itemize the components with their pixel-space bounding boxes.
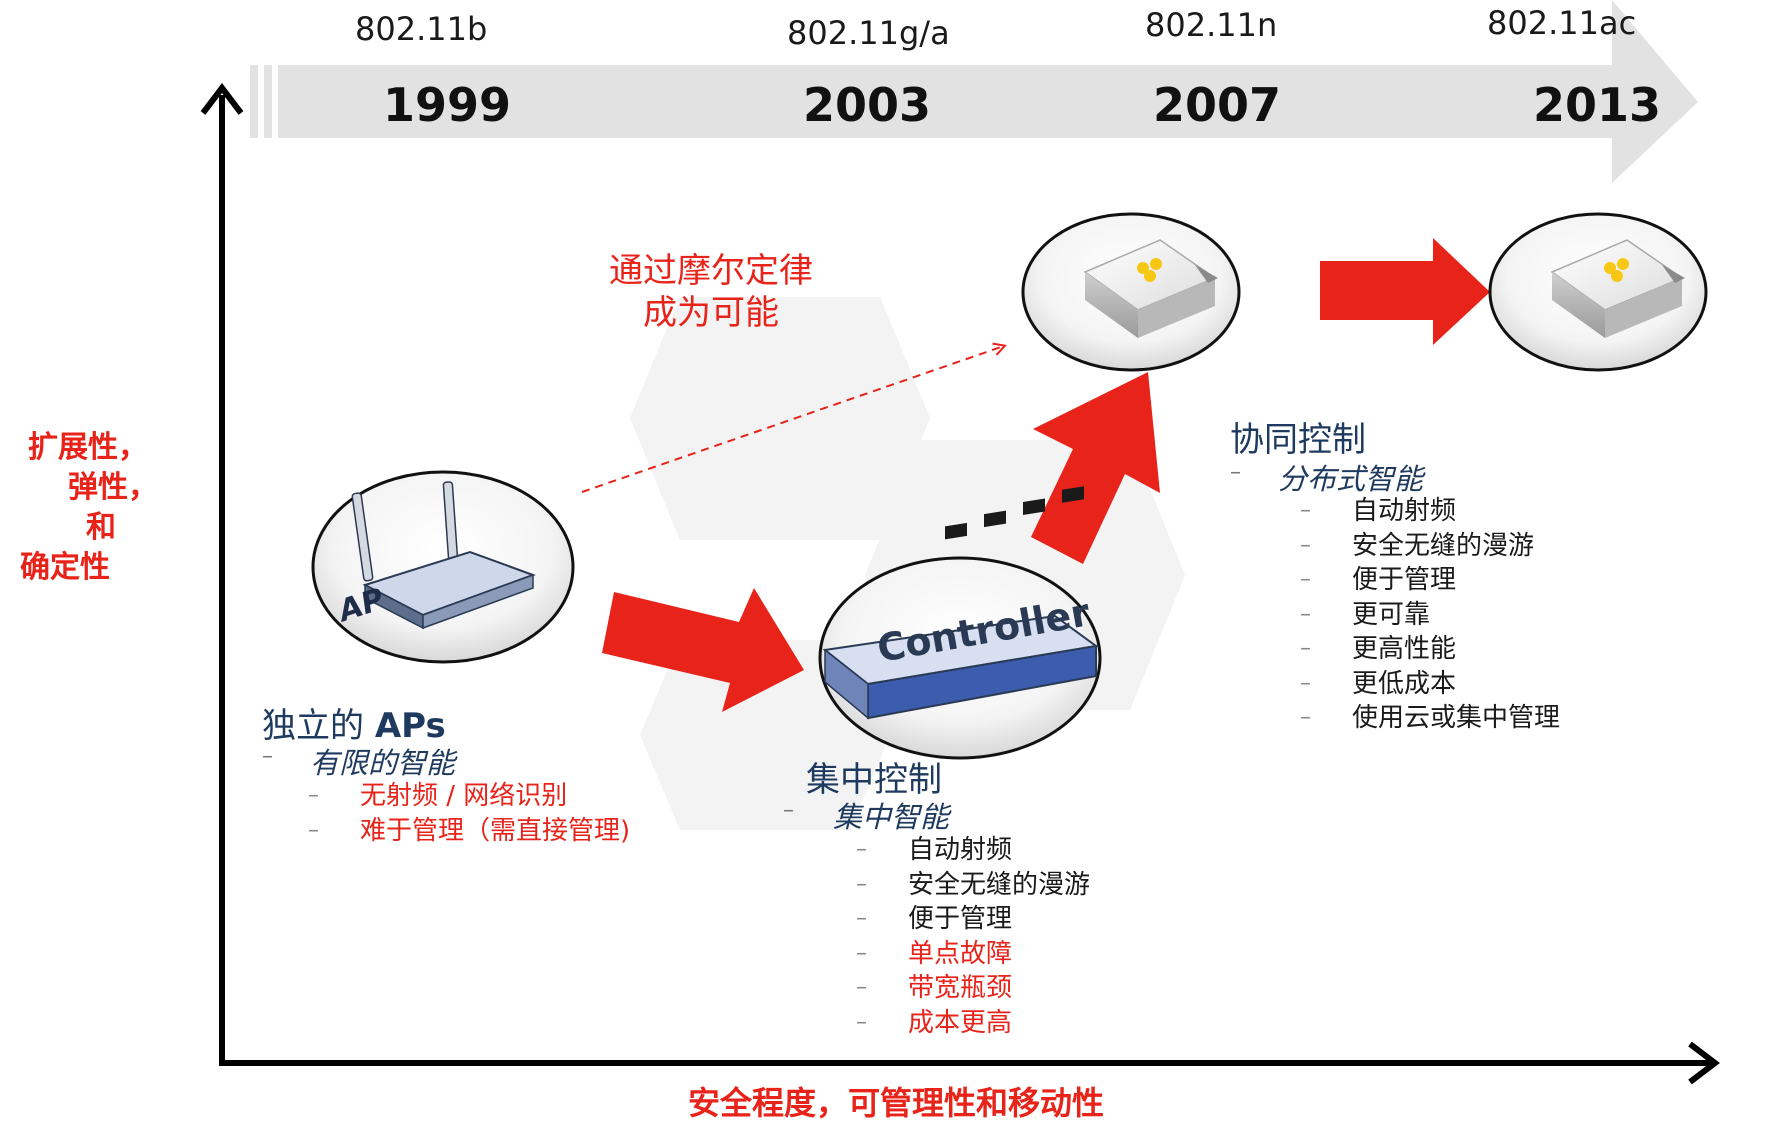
cooperative-ap-icon-2007 — [1021, 212, 1241, 372]
stage3-title: 协同控制 — [1230, 420, 1366, 460]
stage2-list-item-text: 带宽瓶颈 — [908, 973, 1013, 1003]
stage2-list-item-text: 单点故障 — [908, 938, 1013, 969]
stage3-list-item: – 安全无缝的漫游 — [1300, 529, 1560, 564]
stage3-list-item: – 更高性能 — [1300, 632, 1560, 667]
cooperative-ap-icon-2013 — [1488, 212, 1708, 372]
stage2-bullet-dash: – — [856, 1009, 867, 1035]
stage1-title-cn: 独立的 — [262, 706, 375, 746]
stage3-bullet-dash: – — [1300, 498, 1311, 523]
moore-law-line-2: 成为可能 — [643, 293, 779, 333]
stage2-list-item-text: 成本更高 — [908, 1007, 1013, 1038]
stage1-list-item-text: 难于管理（需直接管理) — [360, 815, 631, 846]
stage3-list-item-text: 使用云或集中管理 — [1352, 703, 1561, 733]
stage2-list-item: – 单点故障 — [856, 937, 1090, 972]
stage2-list-item: – 自动射频 — [856, 833, 1090, 868]
stage3-list-item: – 便于管理 — [1300, 563, 1560, 598]
stage3-list-item-text: 更低成本 — [1352, 668, 1457, 699]
controller-icon: Controller — [818, 486, 1102, 760]
red-arrow-ap-to-controller — [602, 588, 804, 712]
stage2-list-item: – 安全无缝的漫游 — [856, 868, 1090, 903]
stage2-subtitle: 集中智能 — [833, 800, 950, 834]
stage3-subtitle: 分布式智能 — [1278, 462, 1424, 496]
stage2-bullet-dash: – — [856, 906, 867, 931]
stage3-subtitle-dash: – — [1230, 460, 1241, 485]
stage1-list-item: – 难于管理（需直接管理) — [308, 814, 630, 849]
stage2-title: 集中控制 — [806, 760, 942, 800]
stage3-bullet-dash: – — [1300, 705, 1311, 730]
moore-law-line-1: 通过摩尔定律 — [609, 251, 813, 291]
year-2003: 2003 — [803, 78, 932, 132]
stage2-list-item: – 便于管理 — [856, 902, 1090, 937]
stage3-list-item-text: 更可靠 — [1352, 599, 1431, 630]
red-arrow-controller-to-cooperative — [1031, 372, 1160, 564]
stage2-list-item-text: 便于管理 — [908, 904, 1013, 934]
stage3-list-item: – 更可靠 — [1300, 598, 1560, 633]
y-axis-label-line-1: 扩展性， — [28, 430, 148, 465]
standard-label-802-11b: 802.11b — [355, 10, 488, 48]
stage3-list-item: – 更低成本 — [1300, 667, 1560, 702]
axes — [200, 83, 1720, 1085]
stage3-list-item-text: 自动射频 — [1352, 496, 1457, 526]
stage1-bullet-dash: – — [308, 783, 319, 808]
y-axis-label: 扩展性， 弹性， 和 确定性 — [20, 428, 170, 588]
red-arrow-2007-to-2013 — [1320, 238, 1490, 345]
stage2-list-item: – 成本更高 — [856, 1006, 1090, 1041]
standard-label-802-11n: 802.11n — [1145, 6, 1278, 44]
moore-law-annotation: 通过摩尔定律 成为可能 — [596, 250, 826, 334]
stage3-list-item: – 使用云或集中管理 — [1300, 701, 1560, 736]
stage3-bullet-dash: – — [1300, 567, 1311, 592]
stage2-bullet-dash: – — [856, 940, 867, 966]
stage2-subtitle-dash: – — [783, 798, 794, 823]
y-axis-label-line-2: 弹性， — [68, 470, 158, 505]
stage3-list-item-text: 更高性能 — [1352, 634, 1457, 664]
stage1-list-item: – 无射频 / 网络识别 — [308, 779, 630, 814]
stage3-list-item-text: 便于管理 — [1352, 565, 1457, 595]
stage1-bullet-dash: – — [308, 817, 319, 843]
stage1-subtitle: 有限的智能 — [310, 746, 456, 780]
moore-dashed-arrow — [581, 346, 1004, 493]
stage2-list-item-text: 安全无缝的漫游 — [908, 869, 1091, 900]
stage1-subtitle-dash: – — [262, 744, 273, 769]
stage3-bullet-dash: – — [1300, 601, 1311, 627]
standard-label-802-11ga: 802.11g/a — [787, 14, 950, 52]
stage1-list: – 无射频 / 网络识别 – 难于管理（需直接管理) — [308, 779, 630, 848]
stage2-list-item: – 带宽瓶颈 — [856, 971, 1090, 1006]
year-1999: 1999 — [383, 78, 512, 132]
x-axis-label: 安全程度，可管理性和移动性 — [688, 1084, 1105, 1122]
stage2-bullet-dash: – — [856, 837, 867, 862]
stage3-list-item-text: 安全无缝的漫游 — [1352, 530, 1535, 561]
stage3-list-item: – 自动射频 — [1300, 494, 1560, 529]
ap-router-icon: AP — [311, 470, 575, 664]
stage2-list: – 自动射频 – 安全无缝的漫游 – 便于管理 – 单点故障 – 带宽瓶颈 – 成本更高 — [856, 833, 1090, 1040]
year-2007: 2007 — [1153, 78, 1282, 132]
year-2013: 2013 — [1533, 78, 1662, 132]
stage1-title-en: APs — [374, 706, 446, 746]
standard-label-802-11ac: 802.11ac — [1487, 4, 1637, 42]
stage3-list: – 自动射频 – 安全无缝的漫游 – 便于管理 – 更可靠 – 更高性能 – 更低成本 – 使用云或集中管… — [1300, 494, 1560, 736]
stage1-title: 独立的 APs — [262, 698, 446, 747]
stage2-bullet-dash: – — [856, 871, 867, 897]
y-axis-label-line-3: 和 — [86, 510, 116, 545]
stage3-bullet-dash: – — [1300, 636, 1311, 661]
y-axis-label-line-4: 确定性 — [20, 550, 110, 585]
stage3-bullet-dash: – — [1300, 532, 1311, 558]
stage2-bullet-dash: – — [856, 975, 867, 1000]
stage3-bullet-dash: – — [1300, 670, 1311, 696]
stage1-list-item-text: 无射频 / 网络识别 — [360, 781, 568, 811]
timeline-arrow — [250, 0, 1698, 183]
stage2-list-item-text: 自动射频 — [908, 835, 1013, 865]
